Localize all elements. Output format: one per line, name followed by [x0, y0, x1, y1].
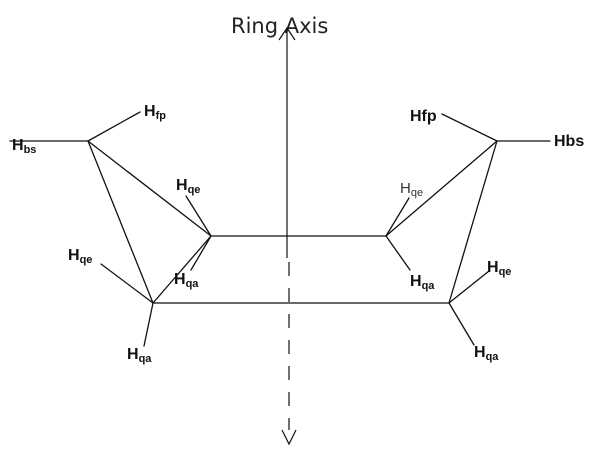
- label-h-qa-lower-right: Hqa: [474, 344, 499, 363]
- axis-arrow-down-icon: [281, 429, 297, 446]
- label-h-qe-lower-left: Hqe: [68, 247, 92, 266]
- ring-axis: [278, 26, 297, 446]
- label-h-bs-right: Hbs: [554, 133, 584, 150]
- ring-skeleton: [87, 140, 498, 304]
- label-h-qa-upper-right: Hqa: [410, 273, 435, 292]
- label-h-qe-upper-right: Hqe: [400, 180, 423, 199]
- label-h-qa-lower-left: Hqa: [127, 346, 152, 365]
- label-h-fp-left: Hfp: [144, 103, 166, 122]
- label-h-fp-right: Hfp: [410, 108, 437, 125]
- label-h-bs-left: Hbs: [12, 137, 36, 156]
- hydrogen-bonds: [9, 111, 551, 347]
- ring-axis-title: Ring Axis: [231, 14, 328, 38]
- label-h-qe-upper-left: Hqe: [176, 177, 200, 196]
- label-h-qe-lower-right: Hqe: [487, 259, 511, 278]
- label-h-qa-upper-left: Hqa: [174, 271, 199, 290]
